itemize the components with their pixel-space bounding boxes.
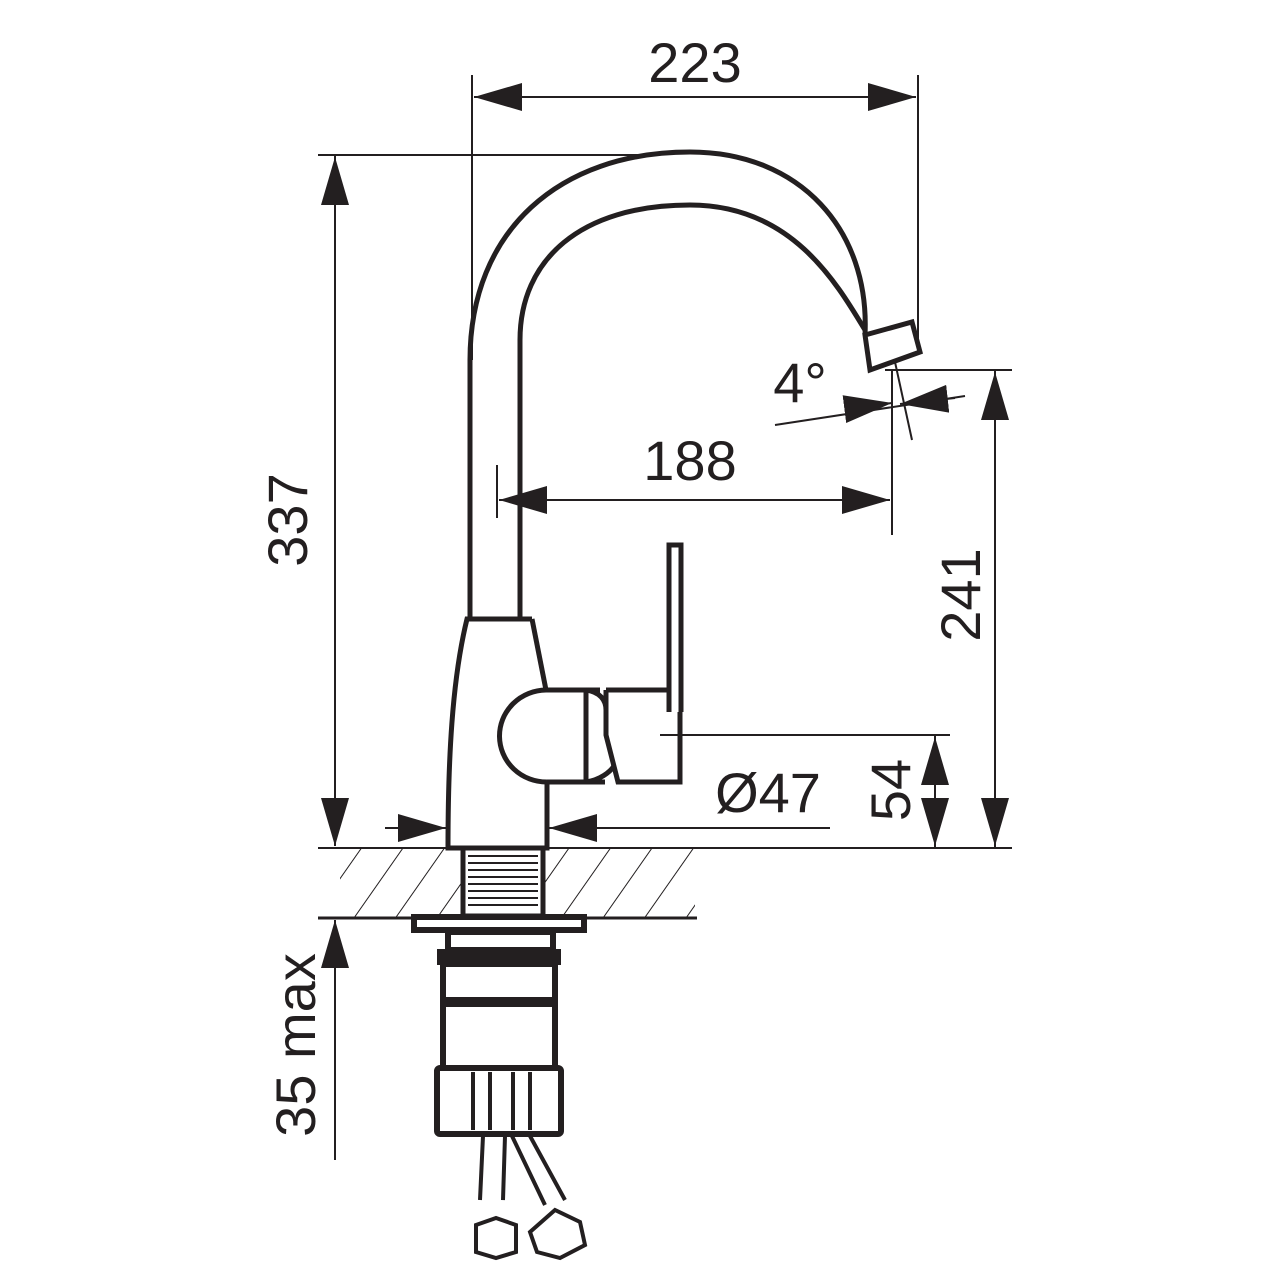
dim-337: 337	[256, 473, 319, 566]
dim-4-degrees: 4°	[773, 351, 827, 414]
lever	[666, 542, 684, 712]
cartridge-dome	[497, 687, 548, 785]
dim-54: 54	[859, 759, 922, 821]
mounting-plate	[411, 914, 587, 933]
dim-241: 241	[929, 548, 992, 641]
fixing-nut	[434, 1065, 564, 1137]
dim-35-max: 35 max	[264, 953, 327, 1137]
mounting-kit	[411, 914, 587, 1137]
hose-nut-right	[527, 1207, 588, 1261]
faucet-body	[445, 542, 684, 851]
dim-diameter-47: Ø47	[715, 761, 821, 824]
dim-188: 188	[643, 429, 736, 492]
hose-nut-left	[474, 1215, 518, 1261]
spout-nozzle	[862, 318, 924, 374]
spout	[467, 149, 924, 620]
countertop-section	[318, 845, 1012, 920]
lever-handle	[603, 690, 683, 785]
dimension-lines	[318, 75, 1012, 1160]
thread	[468, 855, 538, 906]
supply-hoses	[474, 1135, 588, 1261]
dim-223: 223	[648, 31, 741, 94]
